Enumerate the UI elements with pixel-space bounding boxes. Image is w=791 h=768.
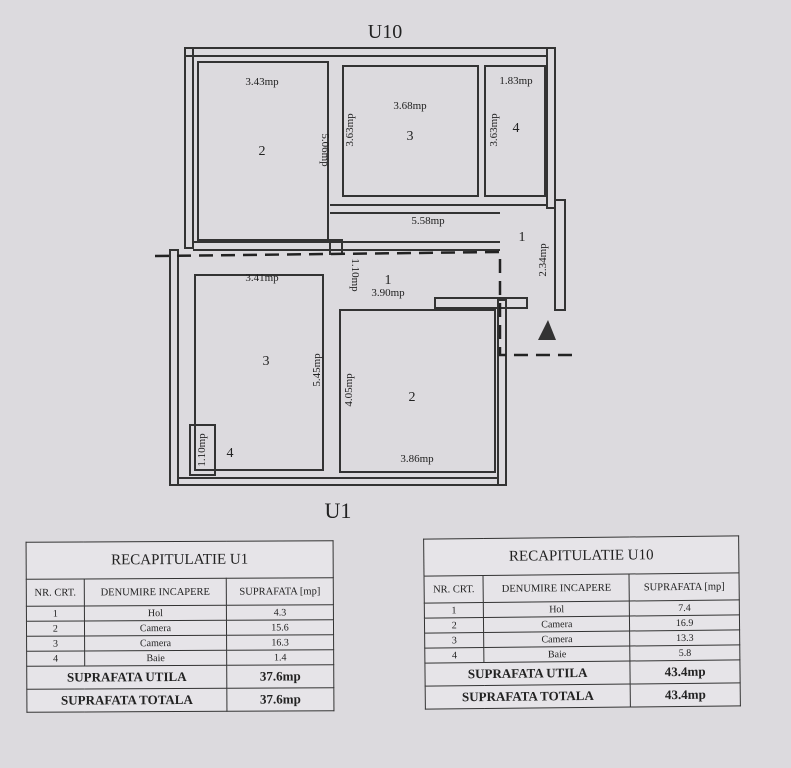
table-cell: RECAPITULATIE U10	[423, 535, 739, 577]
plan-label: 1.10mp	[196, 433, 208, 467]
table-cell: RECAPITULATIE U1	[26, 540, 334, 580]
table-cell: Camera	[84, 620, 227, 637]
table-cell: Camera	[84, 635, 227, 652]
table-cell: Baie	[84, 650, 227, 667]
table-cell: 2	[26, 621, 85, 637]
plan-label: 1.10mp	[349, 258, 361, 292]
table-cell: SUPRAFATA UTILA	[26, 665, 227, 690]
plan-label: 3.43mp	[245, 76, 279, 88]
table-cell: SUPRAFATA TOTALA	[425, 683, 631, 710]
table-cell: NR. CRT.	[424, 575, 484, 604]
table-cell: 16.9	[629, 614, 740, 631]
table-cell: SUPRAFATA TOTALA	[26, 688, 228, 713]
plan-label: 2	[409, 390, 416, 405]
table-cell: 3	[26, 636, 85, 652]
table-cell: 13.3	[629, 629, 740, 646]
plan-label: 1	[519, 230, 526, 245]
table-cell: Baie	[484, 645, 631, 663]
table-cell: SUPRAFATA UTILA	[424, 660, 631, 687]
label-u1: U1	[325, 498, 352, 523]
table-cell: NR. CRT.	[26, 579, 85, 607]
table-cell: 1	[424, 602, 484, 619]
table-cell: DENUMIRE INCAPERE	[483, 574, 630, 603]
table-cell: Hol	[483, 601, 630, 618]
plan-label: 3.90mp	[371, 287, 405, 299]
plan-label: 4	[513, 121, 520, 136]
plan-label: 3.63mp	[344, 113, 356, 147]
table-cell: DENUMIRE INCAPERE	[84, 578, 227, 607]
table-cell: 3	[424, 632, 485, 649]
table-cell: 37.6mp	[226, 664, 334, 689]
table-cell: Camera	[483, 630, 631, 648]
table-cell: SUPRAFATA [mp]	[226, 577, 334, 606]
plan-label: 5.45mp	[311, 353, 323, 387]
table-cell: Camera	[483, 616, 630, 633]
table-cell: 1	[26, 606, 85, 622]
table-cell: 16.3	[226, 634, 334, 651]
north-arrow-icon	[538, 320, 556, 340]
floor-plan: U10 U1 3.43mp 3.68mp 1.83mp 5.06mp	[154, 21, 575, 523]
table-cell: 43.4mp	[630, 659, 741, 684]
label-u10: U10	[368, 21, 402, 43]
section-line	[154, 250, 575, 357]
plan-label: 3	[407, 129, 414, 144]
room-numbers: 2 3 4 1 1 3 2 4	[227, 121, 526, 461]
table-cell: 37.6mp	[226, 687, 334, 712]
walls	[169, 47, 566, 486]
summary-table-u10: RECAPITULATIE U10 NR. CRT.DENUMIRE INCAP…	[423, 535, 741, 710]
plan-label: 2.34mp	[537, 243, 549, 277]
plan-label: 4.05mp	[343, 373, 355, 407]
table-cell: 15.6	[226, 619, 334, 636]
plan-label: 3.41mp	[245, 272, 279, 284]
table-cell: Hol	[84, 605, 227, 622]
summary-table-u1: RECAPITULATIE U1 NR. CRT.DENUMIRE INCAPE…	[25, 540, 335, 713]
table-cell: 43.4mp	[630, 682, 741, 707]
table-cell: 1.4	[226, 649, 334, 666]
plan-label: 5.58mp	[411, 215, 445, 227]
plan-label: 3.68mp	[393, 100, 427, 112]
plan-label: 5.06mp	[319, 133, 331, 167]
plan-label: 1.83mp	[499, 75, 533, 87]
dimension-labels: 3.43mp 3.68mp 1.83mp 5.06mp 3.63mp 3.63m…	[196, 75, 549, 467]
plan-label: 3.63mp	[488, 113, 500, 147]
plan-label: 2	[259, 144, 266, 159]
plan-label: 3.86mp	[400, 453, 434, 465]
plan-label: 4	[227, 446, 234, 461]
table-cell: 7.4	[629, 599, 740, 616]
table-cell: SUPRAFATA [mp]	[629, 572, 740, 602]
table-cell: 4.3	[226, 604, 334, 621]
table-cell: 4	[424, 647, 485, 664]
table-cell: 2	[424, 617, 484, 634]
plan-label: 1	[385, 273, 392, 288]
plan-label: 3	[263, 354, 270, 369]
table-cell: 4	[26, 651, 85, 667]
table-cell: 5.8	[630, 644, 740, 661]
